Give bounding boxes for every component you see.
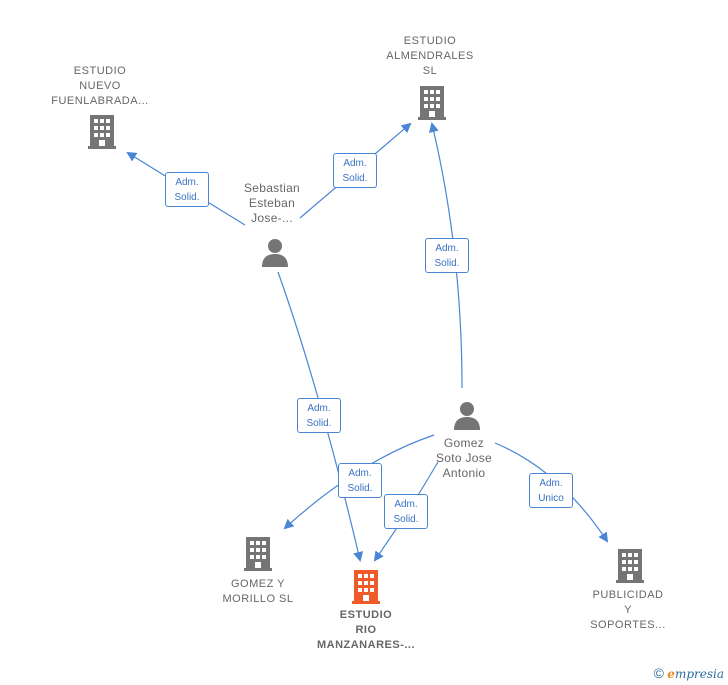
edge-label-adm-solid[interactable]: Adm. Solid. [333, 153, 377, 188]
building-icon[interactable] [88, 115, 116, 149]
building-icon[interactable] [616, 549, 644, 583]
edge-label-adm-solid[interactable]: Adm. Solid. [297, 398, 341, 433]
brand-initial: e [667, 667, 675, 681]
edge-label-adm-solid[interactable]: Adm. Solid. [384, 494, 428, 529]
edge-label-adm-solid[interactable]: Adm. Solid. [425, 238, 469, 273]
building-main-icon[interactable] [352, 570, 380, 604]
node-label-publicidad[interactable]: PUBLICIDAD Y SOPORTES... [590, 589, 666, 631]
edge-label-adm-solid[interactable]: Adm. Solid. [165, 172, 209, 207]
person-icon[interactable] [454, 402, 480, 430]
node-label-rio-manzanares[interactable]: ESTUDIO RIO MANZANARES-... [316, 609, 416, 651]
node-label-sebastian[interactable]: Sebastian Esteban Jose-... [243, 181, 301, 225]
empresia-logo: © empresia [654, 665, 724, 681]
node-label-gomez-soto[interactable]: Gomez Soto Jose Antonio [435, 436, 493, 480]
building-icon[interactable] [244, 537, 272, 571]
edge-label-adm-unico[interactable]: Adm. Unico [529, 473, 573, 508]
building-icon[interactable] [418, 86, 446, 120]
node-label-gomez-morillo[interactable]: GOMEZ Y MORILLO SL [222, 578, 294, 605]
person-icon[interactable] [262, 239, 288, 267]
node-label-almendrales[interactable]: ESTUDIO ALMENDRALES SL [386, 35, 474, 77]
edge-label-adm-solid[interactable]: Adm. Solid. [338, 463, 382, 498]
node-label-nuevo-fuenlabrada[interactable]: ESTUDIO NUEVO FUENLABRADA... [51, 65, 149, 107]
brand-name: mpresia [674, 667, 724, 681]
copyright-symbol: © [653, 665, 664, 681]
